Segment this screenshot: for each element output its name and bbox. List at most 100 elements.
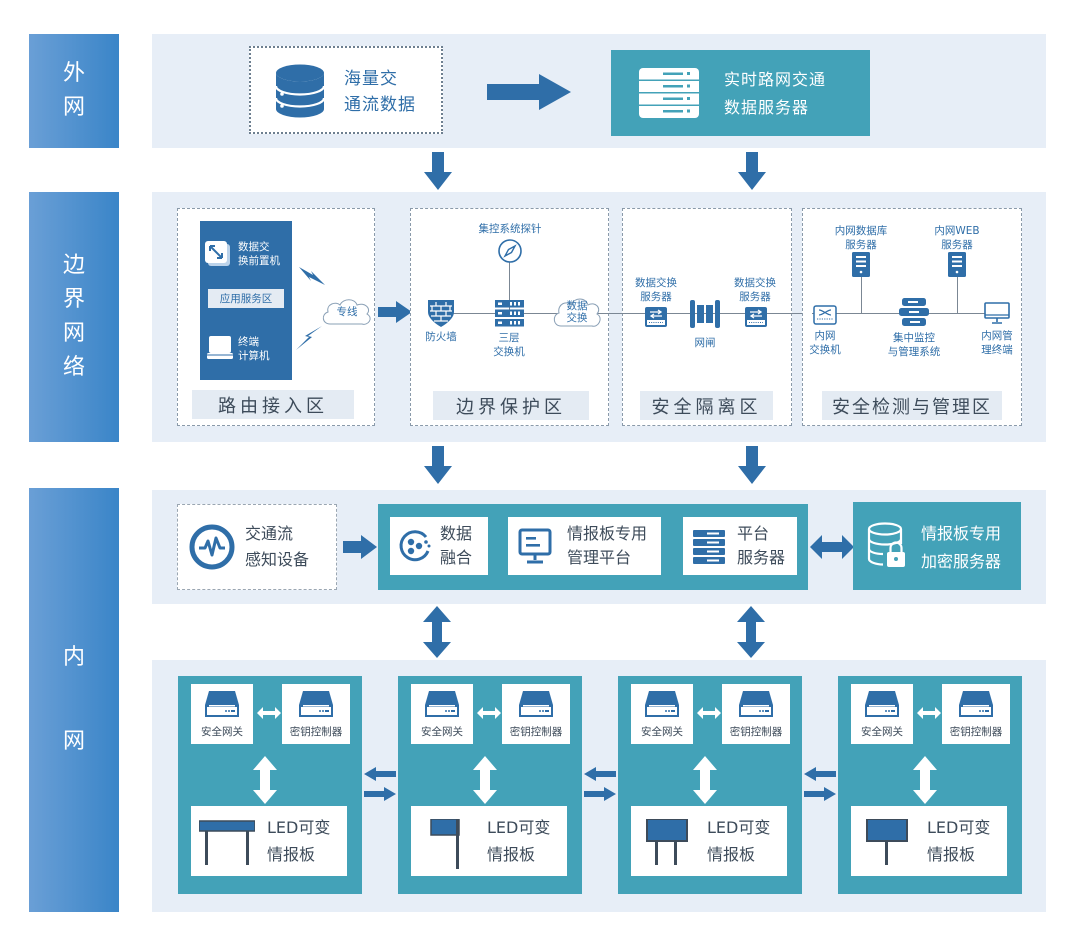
- layer-label-boundary: 边 界 网 络: [29, 192, 119, 442]
- layer-label-char: 网: [62, 729, 85, 754]
- leased-line-label: 专线: [336, 306, 358, 318]
- data-exchange-label-line1: 数据: [566, 300, 588, 312]
- bidirectional-arrow-icon: [253, 756, 277, 804]
- unit-link-arrows-icon: [804, 767, 836, 801]
- intranet-switch-label-line1: 内网: [814, 330, 836, 342]
- board-management-platform-card[interactable]: 情报板专用 管理平台: [508, 517, 661, 575]
- board-platform-label-line1: 情报板专用: [567, 524, 648, 543]
- db-server-label-line2: 服务器: [845, 239, 877, 252]
- layer-label-char: 界: [62, 287, 85, 312]
- led-board-label-line1: LED可变: [267, 818, 331, 837]
- data-fusion-label-line2: 融合: [440, 548, 473, 567]
- layer-label-internal: 内 网: [29, 488, 119, 912]
- db-server-icon: [852, 252, 870, 277]
- platform-server-label-line1: 平台: [737, 524, 770, 543]
- exchange-server-icon: [645, 307, 667, 327]
- data-exchange-label-line2: 交换: [566, 312, 588, 324]
- arrow-right-icon: [378, 301, 412, 323]
- key-controller-device-icon: [959, 691, 993, 717]
- led-board-label-line1: LED可变: [707, 818, 771, 837]
- layer-label-external: 外 网: [29, 34, 119, 148]
- realtime-data-server[interactable]: 实时路网交通 数据服务器: [611, 50, 870, 136]
- gatekeeper-icon: [690, 300, 720, 328]
- resize-arrows-icon: [205, 241, 231, 267]
- terminal-label-line2: 计算机: [238, 350, 270, 362]
- exchange-frontend-label-line1: 数据交: [238, 241, 270, 253]
- monitoring-zone-title: 安全检测与管理区: [822, 391, 1002, 420]
- layer-label-char: 边: [62, 253, 85, 278]
- led-board-label-line2: 情报板: [927, 845, 976, 864]
- encrypted-database-icon: [867, 522, 907, 570]
- arrow-down-icon: [738, 446, 766, 484]
- key-controller-label: 密钥控制器: [729, 726, 783, 738]
- gateway-device-icon: [205, 691, 239, 717]
- led-board-card[interactable]: LED可变 情报板: [411, 806, 567, 876]
- platform-server-label-line2: 服务器: [737, 548, 786, 567]
- intranet-switch-icon: [813, 305, 837, 325]
- gatekeeper-label: 网闸: [694, 337, 716, 349]
- display-screen-icon: [518, 528, 552, 564]
- gateway-device-icon: [645, 691, 679, 717]
- compass-probe-icon: [497, 238, 523, 264]
- led-board-label-line1: LED可变: [487, 818, 551, 837]
- led-board-label-line2: 情报板: [707, 845, 756, 864]
- bidirectional-arrow-icon: [917, 707, 941, 719]
- pulse-wave-icon: [189, 524, 235, 570]
- security-gateway-card[interactable]: 安全网关: [411, 684, 473, 744]
- gateway-device-icon: [425, 691, 459, 717]
- sensor-label-line2: 感知设备: [245, 550, 310, 569]
- key-controller-card[interactable]: 密钥控制器: [282, 684, 350, 744]
- probe-label: 集控系统探针: [478, 223, 542, 235]
- traffic-sensor-device[interactable]: 交通流 感知设备: [177, 504, 337, 590]
- key-controller-device-icon: [739, 691, 773, 717]
- realtime-server-label-line2: 数据服务器: [724, 98, 810, 117]
- exchange-server-right-label-line2: 服务器: [739, 291, 771, 304]
- led-board-double-post-icon: [639, 819, 695, 865]
- led-board-unit: 安全网关 密钥控制器 LED可变 情报板: [618, 676, 802, 894]
- wireless-signal-icon: [296, 326, 322, 350]
- l3-switch-icon: [495, 300, 524, 327]
- led-board-card[interactable]: LED可变 情报板: [191, 806, 347, 876]
- gateway-label: 安全网关: [641, 726, 683, 738]
- bidirectional-arrow-icon: [257, 707, 281, 719]
- traffic-data-source[interactable]: 海量交 通流数据: [249, 46, 443, 134]
- data-fusion-label-line1: 数据: [440, 524, 473, 543]
- isolation-zone-title: 安全隔离区: [640, 391, 773, 420]
- leased-line-cloud: 专线: [320, 296, 374, 328]
- key-controller-card[interactable]: 密钥控制器: [722, 684, 790, 744]
- web-server-label-line2: 服务器: [941, 239, 973, 252]
- security-gateway-card[interactable]: 安全网关: [631, 684, 693, 744]
- unit-link-arrows-icon: [364, 767, 396, 801]
- encryption-server-label-line2: 加密服务器: [921, 552, 1002, 571]
- led-board-unit: 安全网关 密钥控制器 LED可变 情报板: [838, 676, 1022, 894]
- data-fusion-card[interactable]: 数据 融合: [390, 517, 488, 575]
- monitor-terminal-icon: [984, 302, 1010, 324]
- layer-label-char: 网: [62, 95, 85, 120]
- key-controller-card[interactable]: 密钥控制器: [502, 684, 570, 744]
- protection-zone-title: 边界保护区: [433, 391, 589, 420]
- arrow-down-icon: [424, 446, 452, 484]
- bidirectional-arrow-icon: [697, 707, 721, 719]
- web-server-icon: [948, 252, 966, 277]
- data-fusion-icon: [398, 529, 432, 563]
- key-controller-card[interactable]: 密钥控制器: [942, 684, 1010, 744]
- layer-label-char: 外: [62, 61, 85, 86]
- platform-server-card[interactable]: 平台 服务器: [683, 517, 797, 575]
- data-exchange-cloud: 数据 交换: [551, 294, 603, 330]
- led-board-gantry-icon: [199, 819, 255, 865]
- led-board-card[interactable]: LED可变 情报板: [631, 806, 787, 876]
- exchange-frontend-label-line2: 换前置机: [238, 255, 280, 267]
- encryption-server[interactable]: 情报板专用 加密服务器: [853, 502, 1021, 590]
- app-service-zone-label: 应用服务区: [208, 289, 284, 308]
- led-board-label-line2: 情报板: [487, 845, 536, 864]
- led-board-card[interactable]: LED可变 情报板: [851, 806, 1007, 876]
- led-board-label-line2: 情报板: [267, 845, 316, 864]
- key-controller-label: 密钥控制器: [509, 726, 563, 738]
- security-gateway-card[interactable]: 安全网关: [191, 684, 253, 744]
- bidirectional-arrow-icon: [473, 756, 497, 804]
- db-server-label-line1: 内网数据库: [834, 225, 888, 237]
- key-controller-device-icon: [519, 691, 553, 717]
- security-gateway-card[interactable]: 安全网关: [851, 684, 913, 744]
- bidirectional-arrow-icon: [810, 535, 854, 559]
- computer-icon: [207, 335, 233, 361]
